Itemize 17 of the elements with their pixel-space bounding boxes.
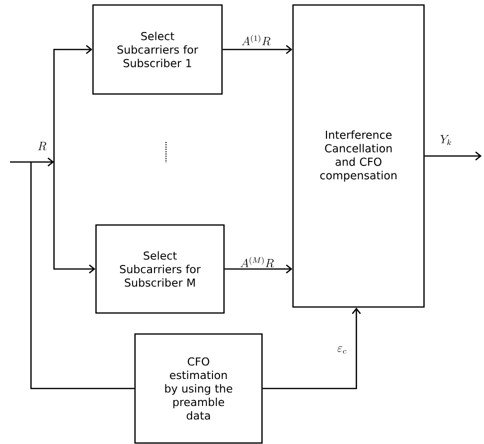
edge-label: $\varepsilon_c$: [337, 346, 346, 354]
arrow: [262, 308, 361, 390]
process-box: Select Subcarriers for Subscriber M: [95, 224, 225, 314]
process-box: Select Subcarriers for Subscriber 1: [92, 4, 223, 95]
process-box: CFO estimation by using the preamble data: [134, 333, 263, 444]
connector: [30, 162, 134, 390]
arrow: [53, 162, 96, 274]
edge-label: $R$: [38, 142, 46, 150]
arrow: [222, 45, 292, 54]
arrow: [53, 45, 92, 162]
arrow: [10, 158, 54, 167]
edge-label: $A^{(M)}R$: [240, 256, 274, 268]
arrow: [224, 264, 292, 274]
edge-label: $A^{(1)}R$: [242, 34, 270, 46]
process-box: Interference Cancellation and CFO compensation: [292, 4, 425, 308]
edge-label: $Y_k$: [440, 135, 452, 146]
arrow: [424, 152, 482, 160]
